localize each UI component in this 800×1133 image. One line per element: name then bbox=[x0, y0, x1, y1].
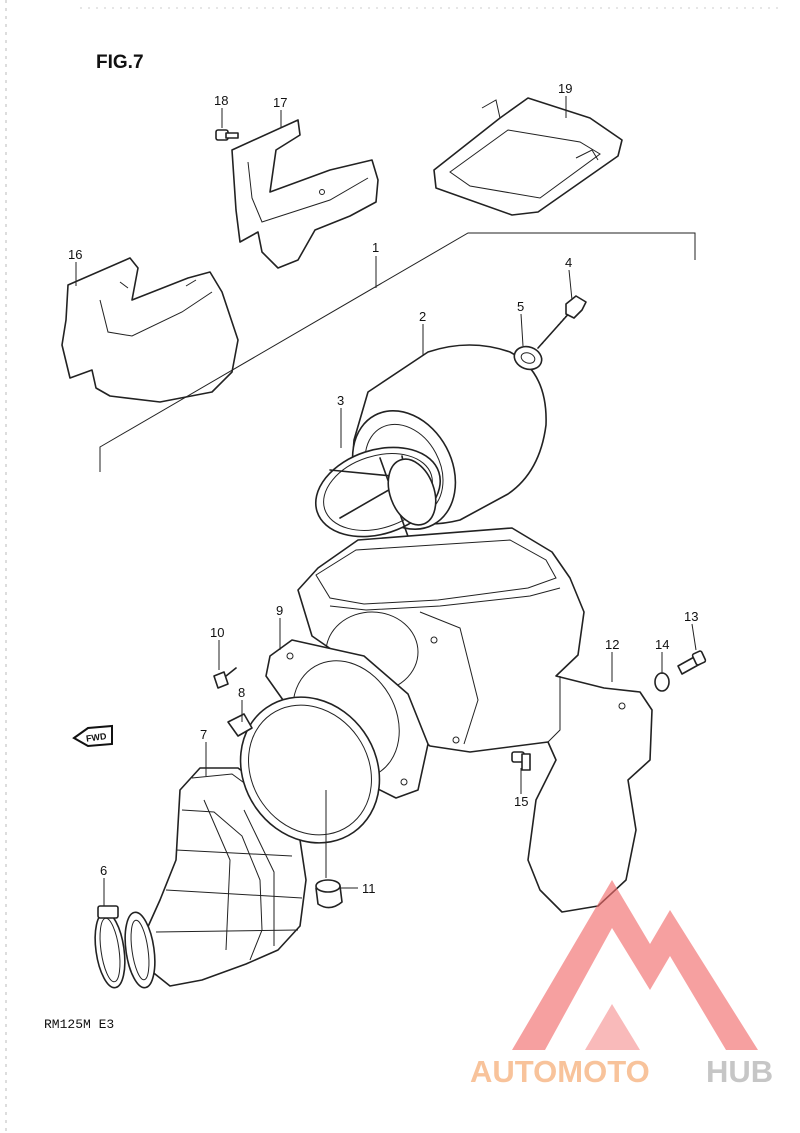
callout-13: 13 bbox=[684, 609, 698, 624]
watermark-text-part2: HUB bbox=[706, 1054, 773, 1089]
callout-9: 9 bbox=[276, 603, 283, 618]
part-15-screw bbox=[511, 751, 531, 771]
part-4-wing-bolt bbox=[537, 295, 587, 349]
callout-1: 1 bbox=[372, 240, 379, 255]
part-18-bolt bbox=[215, 129, 239, 141]
callout-7: 7 bbox=[200, 727, 207, 742]
part-3-filter-cage bbox=[314, 446, 442, 543]
part-10-screw bbox=[213, 667, 237, 689]
part-11-grommet bbox=[315, 879, 343, 909]
part-19-tray bbox=[433, 97, 623, 216]
model-label: RM125M E3 bbox=[44, 1017, 114, 1032]
fwd-label: FWD bbox=[85, 731, 107, 744]
callout-3: 3 bbox=[337, 393, 344, 408]
part-13-bolt bbox=[677, 650, 707, 675]
callout-19: 19 bbox=[558, 81, 572, 96]
part-17-top-cover bbox=[231, 119, 379, 269]
figure-title: FIG.7 bbox=[96, 52, 144, 73]
part-8-clamp-band bbox=[227, 696, 381, 844]
callout-4: 4 bbox=[565, 255, 572, 270]
callout-2: 2 bbox=[419, 309, 426, 324]
callout-11: 11 bbox=[362, 881, 376, 896]
callout-17: 17 bbox=[273, 95, 287, 110]
watermark-text-part1: AUTOMOTO bbox=[470, 1054, 650, 1089]
callout-5: 5 bbox=[517, 299, 524, 314]
watermark: AUTOMOTO HUB bbox=[470, 880, 773, 1089]
callout-10: 10 bbox=[210, 625, 224, 640]
callout-14: 14 bbox=[655, 637, 669, 652]
part-12-air-box bbox=[297, 527, 653, 913]
part-5-washer bbox=[513, 345, 543, 371]
leader-lines bbox=[75, 96, 697, 906]
fwd-direction-arrow: FWD bbox=[72, 724, 113, 748]
callout-18: 18 bbox=[214, 93, 228, 108]
part-16-side-cover bbox=[61, 257, 239, 403]
watermark-logo bbox=[512, 880, 758, 1050]
callout-16: 16 bbox=[68, 247, 82, 262]
callout-15: 15 bbox=[514, 794, 528, 809]
callout-labels: 1 2 3 4 5 6 7 8 9 10 11 12 13 14 15 16 1… bbox=[68, 81, 698, 896]
part-1-assembly-bracket bbox=[99, 232, 696, 472]
callout-6: 6 bbox=[100, 863, 107, 878]
callout-12: 12 bbox=[605, 637, 619, 652]
part-14-collar bbox=[654, 672, 670, 692]
part-7-inlet-duct bbox=[124, 767, 307, 989]
callout-8: 8 bbox=[238, 685, 245, 700]
part-6-hose-clamp bbox=[94, 905, 126, 989]
